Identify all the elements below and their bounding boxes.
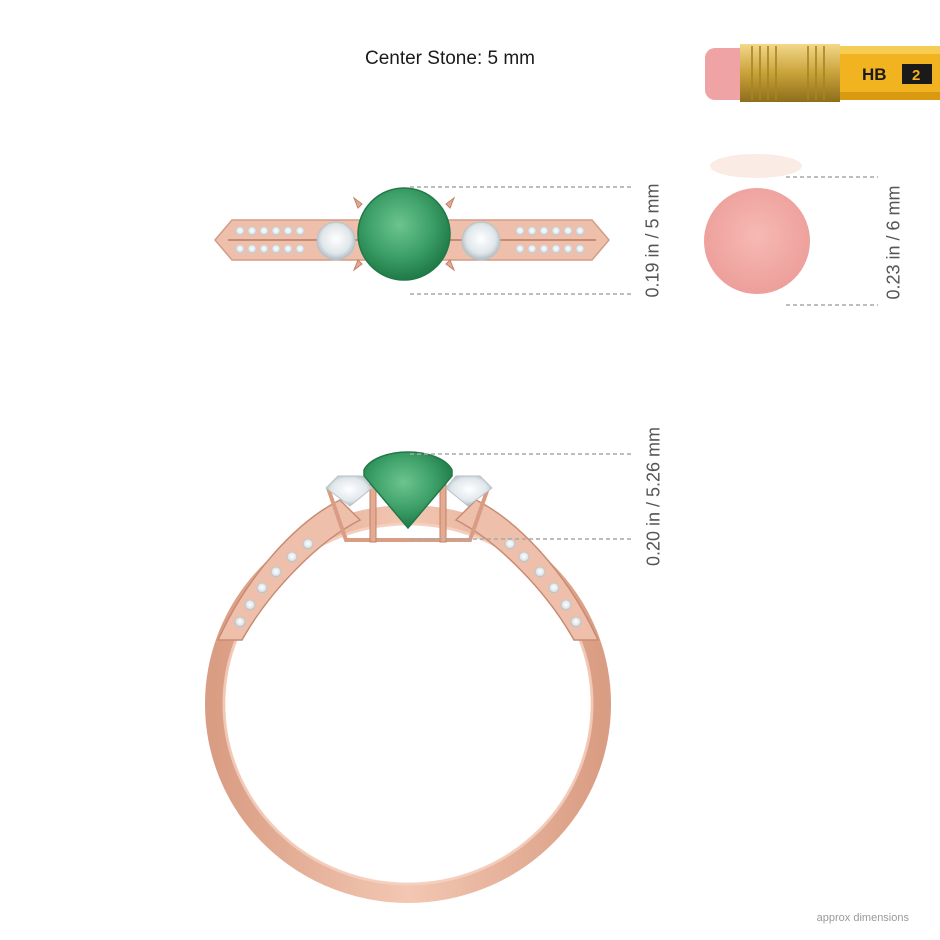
ring-side-view <box>205 451 611 903</box>
eraser-dimension-lines <box>786 176 878 306</box>
side-view-dimension-lines <box>410 453 632 540</box>
center-stone-title: Center Stone: 5 mm <box>364 48 536 69</box>
pencil-grade-text: HB <box>862 65 887 84</box>
top-view-dimension-label: 0.19 in / 5 mm <box>642 183 663 298</box>
pencil-number-box <box>902 64 932 84</box>
eraser-dimension-label: 0.23 in / 6 mm <box>883 185 904 300</box>
side-diamond-left-profile <box>325 475 373 507</box>
approx-dimensions-note: approx dimensions <box>816 912 909 924</box>
ring-top-view <box>214 187 610 281</box>
side-diamond-left <box>316 221 356 261</box>
top-view-dimension-lines <box>410 186 632 295</box>
side-view-dimension-label: 0.20 in / 5.26 mm <box>643 426 664 567</box>
pencil-illustration <box>705 44 940 102</box>
center-emerald-top <box>357 187 451 281</box>
side-diamond-right-profile <box>445 475 493 507</box>
pencil-eraser-tip <box>705 48 749 100</box>
pencil-number-text: 2 <box>912 67 920 84</box>
eraser-top-view <box>704 154 810 294</box>
center-emerald-profile <box>363 451 453 530</box>
side-diamond-right <box>461 221 501 261</box>
